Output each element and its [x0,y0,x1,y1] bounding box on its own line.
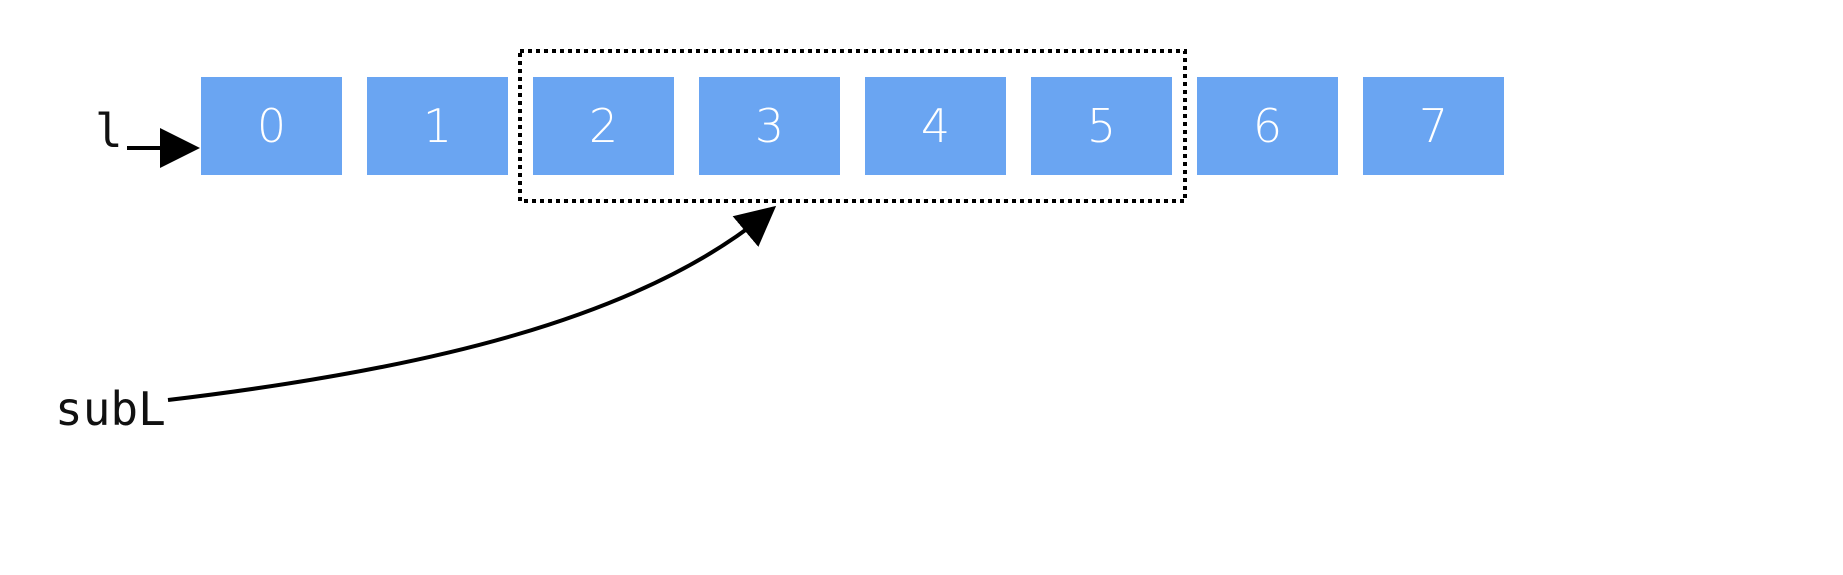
list-cell-value: 6 [1253,99,1282,153]
list-cell-value: 0 [257,99,286,153]
list-cell-value: 4 [921,99,950,153]
list-cell-value: 7 [1419,99,1448,153]
list-cells: 0 1 2 3 4 5 6 7 [201,77,1504,175]
list-cell [533,77,674,175]
list-cell [201,77,342,175]
list-cell-value: 5 [1087,99,1116,153]
list-cell [1197,77,1338,175]
list-cell [367,77,508,175]
sublist-variable-label: subL [55,382,166,436]
list-cell-value: 2 [589,99,618,153]
sublist-pointer-arrow [167,205,777,402]
list-cell-value: 1 [423,99,452,153]
list-cell [1363,77,1504,175]
list-cell [865,77,1006,175]
sublist-slice-box [518,49,1187,203]
list-cell-value: 3 [755,99,784,153]
list-variable-label: l [95,104,123,158]
list-cell [699,77,840,175]
list-cell [1031,77,1172,175]
